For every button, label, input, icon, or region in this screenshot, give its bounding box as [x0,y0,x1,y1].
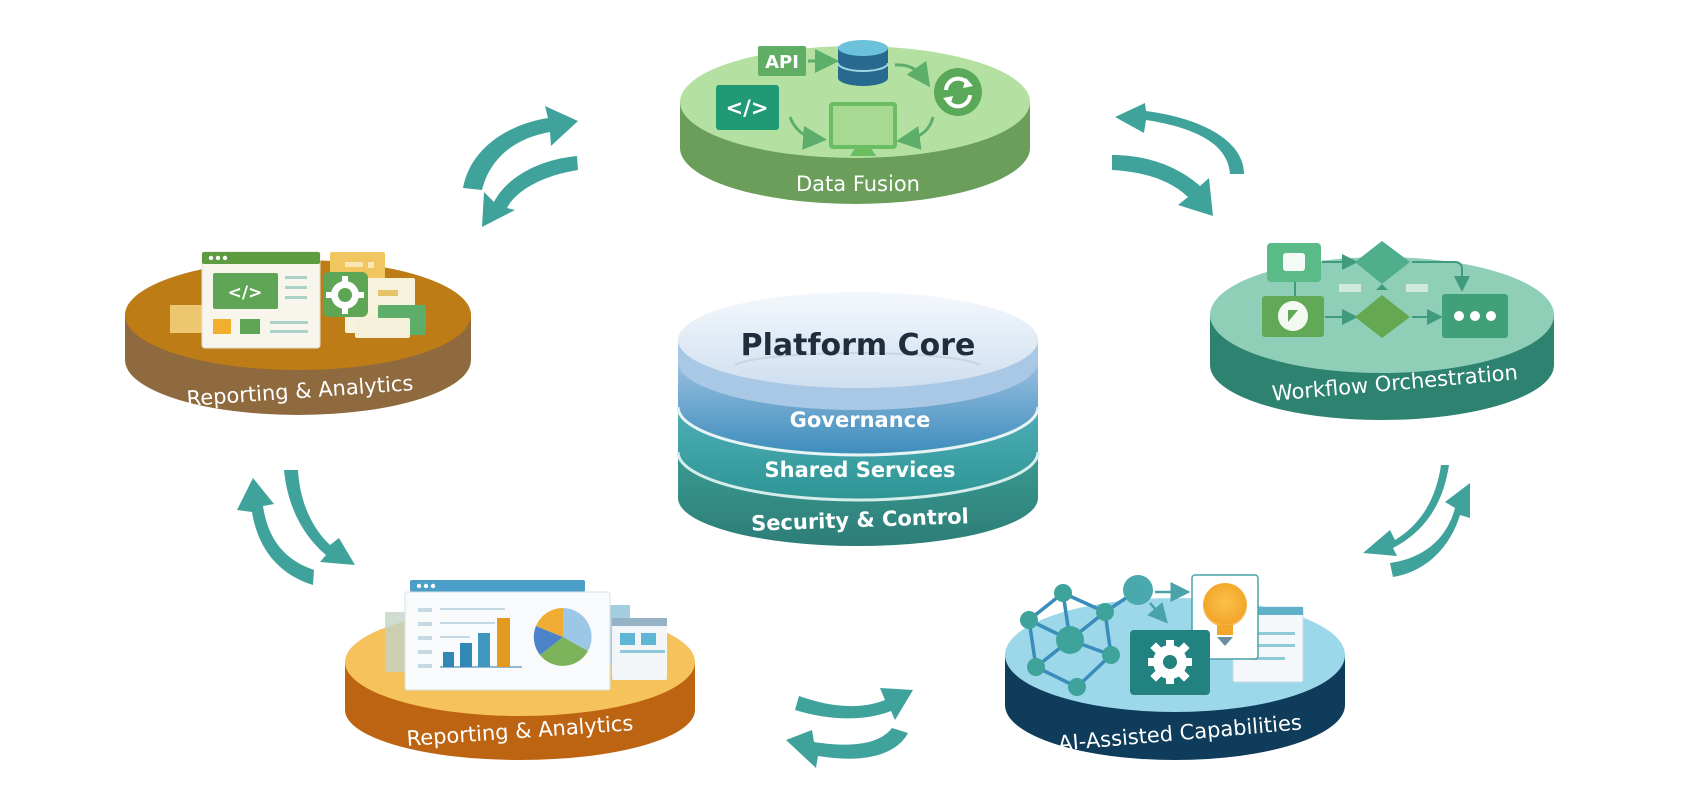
more-node [1442,294,1508,338]
module-workflow-orchestration[interactable]: Workflow Orchestration [1210,241,1554,420]
svg-text:</>: </> [726,96,769,120]
arrow-pair-bottom [786,688,913,768]
api-badge: API [758,46,806,76]
arrow-icon [1112,155,1213,216]
database-icon [837,40,889,86]
arrow-icon [786,728,908,768]
module-reporting-analytics-left[interactable]: </> Reporting & Analytics [125,251,471,415]
dashboard-window [404,580,611,691]
bar-chart-icon [443,618,510,667]
core-layer-shared-services: Shared Services [765,458,956,482]
arrow-icon [1363,465,1449,556]
module-label: Data Fusion [796,172,920,196]
code-icon: </> [716,85,779,130]
flow-arrow [788,116,827,150]
play-node [1262,296,1324,337]
flow-arrow [896,116,935,150]
core-title: Platform Core [741,328,976,363]
refresh-icon [934,68,982,116]
arrow-icon [284,470,355,565]
module-ai-assisted[interactable]: AI-Assisted Capabilities [1005,574,1345,760]
decision-diamond [1355,295,1410,338]
cycle-arrows [237,103,1470,768]
decision-diamond [1355,241,1410,284]
arrow-pair-left [237,470,355,585]
core-layer-governance: Governance [790,408,931,432]
gear-icon [1130,630,1210,695]
arrow-icon [482,156,578,227]
arrow-icon [463,106,578,190]
flow-arrow [894,60,931,88]
gear-icon [323,272,368,317]
module-data-fusion[interactable]: API </> Data Fusion [680,40,1030,204]
svg-text:</>: </> [228,283,263,303]
network-nodes [1020,575,1153,696]
side-window [612,618,667,680]
arrow-pair-top-right [1112,103,1244,216]
arrow-icon [237,478,314,585]
module-reporting-analytics-bottom[interactable]: Reporting & Analytics [345,580,695,760]
arrow-icon [795,688,913,720]
svg-text:API: API [765,52,799,73]
card [355,318,410,338]
arrow-pair-top-left [463,106,578,227]
platform-core[interactable]: Platform Core Governance Shared Services… [676,292,1040,546]
arrow-pair-right [1363,465,1470,577]
monitor-icon [829,102,897,156]
start-node [1267,243,1321,282]
pie-chart-icon [533,607,592,666]
arrow-icon [1115,103,1244,174]
arrow-icon [1390,483,1470,577]
code-window: </> [201,251,321,349]
